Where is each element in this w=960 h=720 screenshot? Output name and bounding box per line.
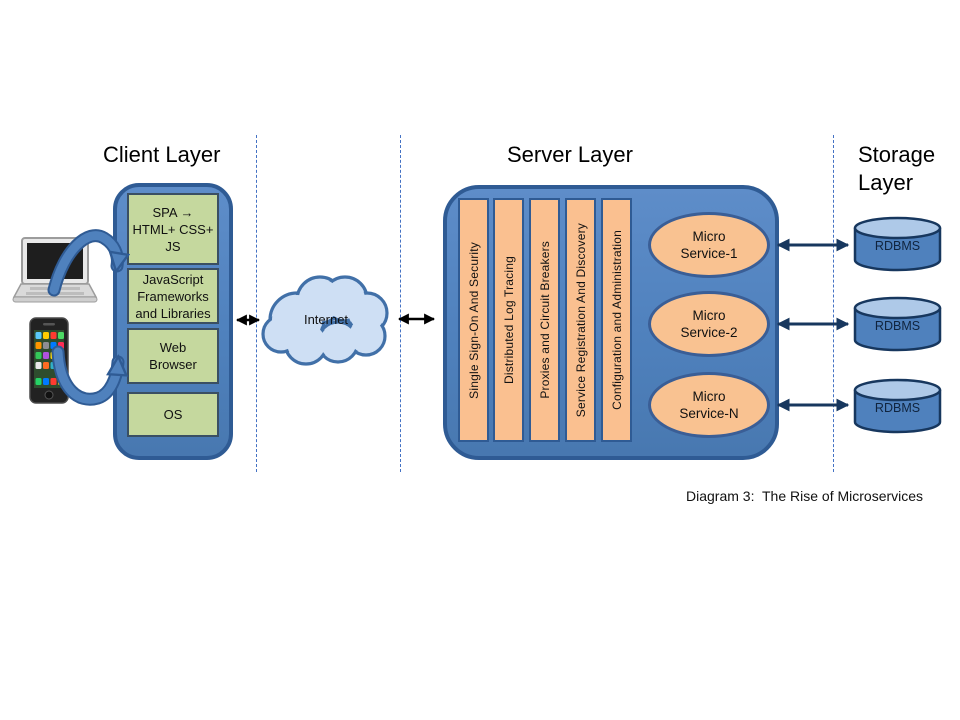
separator-server-storage	[833, 135, 834, 472]
client-box-line: Browser	[149, 357, 197, 372]
pillar-proxies-circuit-breakers: Proxies and Circuit Breakers	[529, 198, 560, 442]
client-box-line: Frameworks	[137, 288, 209, 304]
client-box-line: and Libraries	[135, 305, 211, 321]
microservice-n-ellipse: Micro Service-N	[648, 372, 770, 438]
separator-internet-server	[400, 135, 401, 472]
client-box-web-browser: Web Browser	[127, 328, 219, 384]
client-box-line: SPA →	[152, 204, 194, 220]
pillar-label: Distributed Log Tracing	[501, 256, 516, 384]
pillar-label: Configuration and Administration	[609, 230, 624, 410]
microservice-1-ellipse: Micro Service-1	[648, 212, 770, 278]
microservice-label-line: Service-1	[680, 246, 738, 261]
client-box-line: JavaScript	[142, 271, 204, 287]
storage-layer-heading: Storage Layer	[858, 141, 935, 197]
storage-layer-heading-line1: Storage	[858, 142, 936, 167]
pillar-label: Single Sign-On And Security	[466, 241, 481, 399]
rdbms-label-3: RDBMS	[874, 401, 921, 415]
microservice-label-line: Service-2	[680, 325, 738, 340]
rdbms-label-2: RDBMS	[874, 319, 921, 333]
microservice-label-line: Micro	[692, 389, 726, 404]
microservice-label-line: Service-N	[679, 406, 739, 421]
pillar-service-registration: Service Registration And Discovery	[565, 198, 596, 442]
app-grid-icon	[35, 332, 64, 385]
curved-arrow-phone-to-client	[51, 345, 118, 406]
microservice-2-ellipse: Micro Service-2	[648, 291, 770, 357]
client-box-os: OS	[127, 392, 219, 437]
client-box-line: Web	[159, 340, 187, 355]
microservice-label-line: Micro	[692, 308, 726, 323]
client-box-js-frameworks: JavaScript Frameworks and Libraries	[127, 268, 219, 324]
microservice-label-line: Micro	[692, 229, 726, 244]
client-box-spa: SPA → HTML+ CSS+ JS	[127, 193, 219, 265]
pillar-label: Service Registration And Discovery	[573, 222, 588, 418]
pillar-log-tracing: Distributed Log Tracing	[493, 198, 524, 442]
curved-arrow-laptop-to-client	[47, 229, 117, 297]
smartphone-icon	[29, 317, 69, 404]
rdbms-label-1: RDBMS	[874, 239, 921, 253]
client-layer-heading: Client Layer	[103, 142, 221, 167]
client-box-line: HTML+ CSS+	[132, 221, 214, 237]
pillar-label: Proxies and Circuit Breakers	[537, 241, 552, 399]
separator-client-internet	[256, 135, 257, 472]
pillar-configuration-admin: Configuration and Administration	[601, 198, 632, 442]
pillar-single-sign-on: Single Sign-On And Security	[458, 198, 489, 442]
client-box-line: OS	[163, 407, 183, 422]
internet-label: Internet	[303, 312, 349, 327]
laptop-icon	[12, 237, 98, 303]
server-layer-heading: Server Layer	[507, 142, 633, 167]
storage-layer-heading-line2: Layer	[858, 170, 914, 195]
diagram-caption: Diagram 3: The Rise of Microservices	[686, 488, 924, 504]
client-box-line: JS	[165, 238, 181, 254]
